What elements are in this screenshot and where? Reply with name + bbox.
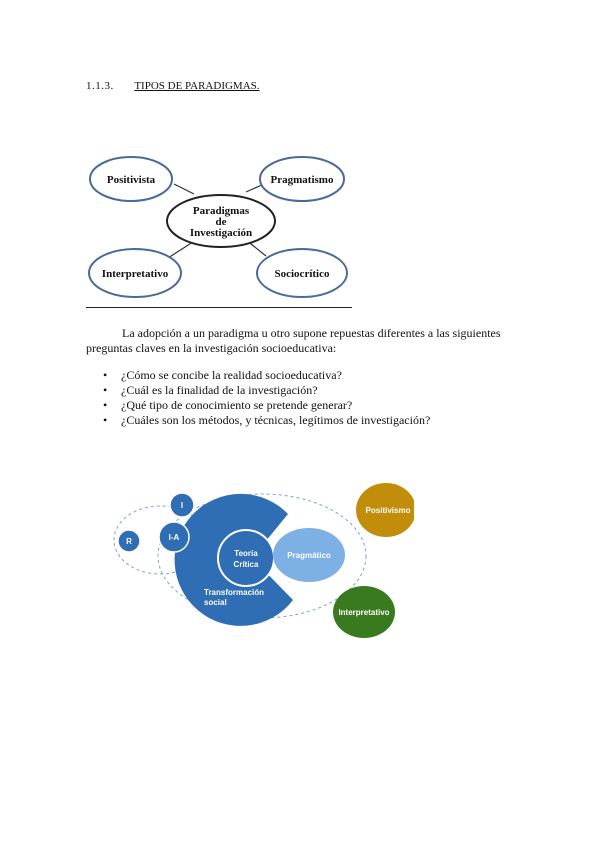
interpretativo-circle [333,586,395,638]
center-label-line2: de [216,216,227,228]
node-pragmatismo-label: Pragmatismo [271,174,334,186]
list-item: • ¿Qué tipo de conocimiento se pretende g… [103,398,430,413]
section-title: TIPOS DE PARADIGMAS. [134,80,260,92]
bullet-icon: • [103,398,108,412]
interpretativo-label: Interpretativo [338,608,389,617]
list-item: • ¿Cuál es la finalidad de la investigaci… [103,383,430,398]
positivismo-circle [356,483,416,537]
bullet-icon: • [103,383,108,397]
circle-i-label: I [181,501,183,510]
transformacion-label-1: Transformación [204,588,264,597]
list-item-text: ¿Cuáles son los métodos, y técnicas, leg… [121,413,431,427]
circle-i-a-label: I-A [169,533,180,542]
node-interpretativo [88,248,182,298]
bullet-icon: • [103,368,108,382]
connector-top-left [173,183,195,195]
paradigms-mind-map: Positivista Pragmatismo Interpretativo S… [88,156,348,298]
list-item: • ¿Cuáles son los métodos, y técnicas, le… [103,413,430,428]
circle-i-a [158,521,190,553]
question-list: • ¿Cómo se concibe la realidad socioeduca… [103,368,430,428]
node-pragmatismo [259,156,345,202]
node-sociocritico-label: Sociocrítico [275,268,330,280]
circle-r-label: R [126,537,132,546]
intro-paragraph: La adopción a un paradigma u otro supone… [86,326,501,355]
positivismo-label: Positivismo [366,506,411,515]
teoria-critica-circle [217,529,275,587]
circle-r [117,529,141,553]
node-positivista [89,156,173,202]
node-center [166,194,276,248]
section-number: 1.1.3. [86,80,114,92]
section-heading: 1.1.3. TIPOS DE PARADIGMAS. [86,80,260,92]
center-label-line3: Investigación [190,227,252,239]
image-crop-edge [414,478,422,548]
node-positivista-label: Positivista [107,174,156,186]
teoria-critica-label-2: Crítica [234,560,259,569]
paradigms-circles-figure: I R I-A Teoría Crítica Pragmático Positi… [113,478,422,638]
node-sociocritico [256,248,348,298]
pragmatico-label: Pragmático [287,551,331,560]
list-item-text: ¿Cómo se concibe la realidad socioeducat… [121,368,342,382]
divider-line [86,307,352,308]
bullet-icon: • [103,413,108,427]
list-item-text: ¿Cuál es la finalidad de la investigació… [121,383,318,397]
pragmatico-circle [273,528,345,582]
list-item: • ¿Cómo se concibe la realidad socioeduca… [103,368,430,383]
center-label-line1: Paradigmas [193,205,250,217]
node-interpretativo-label: Interpretativo [102,268,169,280]
transformacion-label-2: social [204,598,227,607]
teoria-critica-label-1: Teoría [234,549,258,558]
list-item-text: ¿Qué tipo de conocimiento se pretende ge… [121,398,353,412]
circle-i [169,492,195,518]
